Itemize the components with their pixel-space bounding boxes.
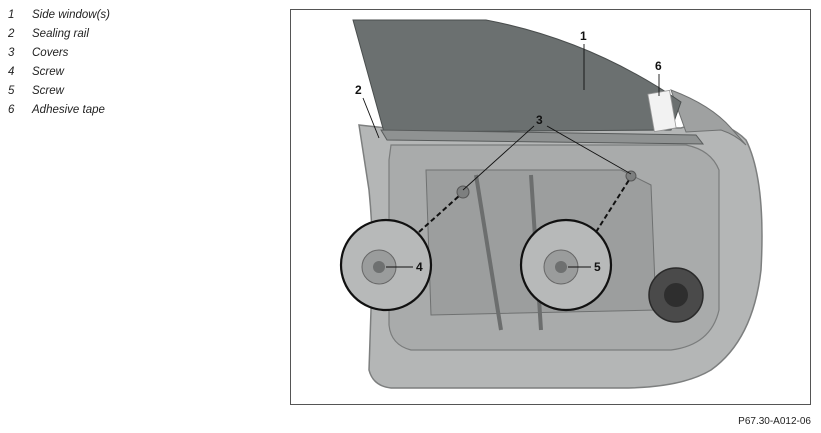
detail-connector-5: [595, 179, 630, 233]
legend-item: 5 Screw: [8, 82, 110, 101]
legend-label: Screw: [32, 85, 64, 97]
legend-item: 1 Side window(s): [8, 6, 110, 25]
cover-left: [456, 185, 470, 199]
cover-right: [625, 170, 637, 182]
sealing-rail: [380, 129, 705, 145]
door-diagram: 1 2 3 4 5 6: [339, 19, 763, 389]
legend-label: Side window(s): [32, 9, 110, 21]
callout-2: 2: [355, 83, 362, 97]
legend-label: Covers: [32, 47, 69, 59]
legend-number: 2: [8, 28, 15, 40]
callout-3: 3: [536, 113, 543, 127]
legend-item: 3 Covers: [8, 44, 110, 63]
legend-item: 6 Adhesive tape: [8, 101, 110, 120]
callout-1: 1: [580, 29, 587, 43]
callout-5: 5: [594, 260, 601, 274]
legend-item: 2 Sealing rail: [8, 25, 110, 44]
callout-4: 4: [416, 260, 423, 274]
legend-number: 4: [8, 66, 15, 78]
legend-number: 3: [8, 47, 15, 59]
legend-item: 4 Screw: [8, 63, 110, 82]
legend-number: 5: [8, 85, 15, 97]
leader-line-3b: [546, 125, 632, 175]
window-frame: [670, 89, 747, 146]
legend-label: Adhesive tape: [32, 104, 105, 116]
detail-connector-4: [418, 195, 460, 233]
legend-label: Sealing rail: [32, 28, 89, 40]
legend-label: Screw: [32, 66, 64, 78]
leader-line-2: [362, 97, 380, 139]
door-diagram-frame: 1 2 3 4 5 6: [290, 9, 811, 405]
side-window: [352, 19, 682, 133]
legend-number: 6: [8, 104, 15, 116]
screw-5-head: [555, 261, 567, 273]
leader-line-3a: [462, 125, 535, 191]
figure-reference: P67.30-A012-06: [738, 416, 811, 427]
screw-4-head: [373, 261, 385, 273]
legend-number: 1: [8, 9, 15, 21]
callout-6: 6: [655, 59, 662, 73]
speaker-cone: [664, 283, 688, 307]
